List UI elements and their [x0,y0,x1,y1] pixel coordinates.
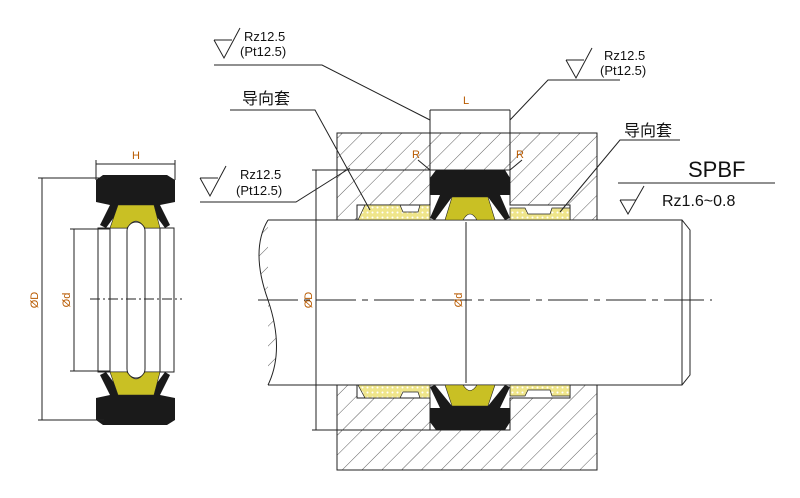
dim-H: H [132,150,140,162]
roughness-mid-left: Rz12.5 [240,167,281,182]
installation-view: L R R ØD Ød [199,27,775,471]
seal-front-view: H ØD Ød [29,150,182,425]
product-code: SPBF [688,157,745,182]
guide-ring-label-right: 导向套 [624,121,672,140]
dim-R-right: R [516,149,524,161]
roughness-top-right: Rz12.5 [604,48,645,63]
dim-Od-left: Ød [61,293,73,308]
dim-R-left: R [412,149,420,161]
roughness-top-left-pt: (Pt12.5) [240,44,286,59]
roughness-top-left: Rz12.5 [244,29,285,44]
shaft-roughness: Rz1.6~0.8 [662,193,735,210]
dim-Od-right: Ød [453,293,465,308]
dim-OD-right: ØD [303,292,315,309]
dim-L: L [463,95,469,107]
dim-OD-left: ØD [29,292,41,309]
roughness-mid-left-pt: (Pt12.5) [236,183,282,198]
roughness-top-right-pt: (Pt12.5) [600,63,646,78]
roughness-symbols [199,27,645,216]
guide-ring-label-left: 导向套 [242,89,290,108]
